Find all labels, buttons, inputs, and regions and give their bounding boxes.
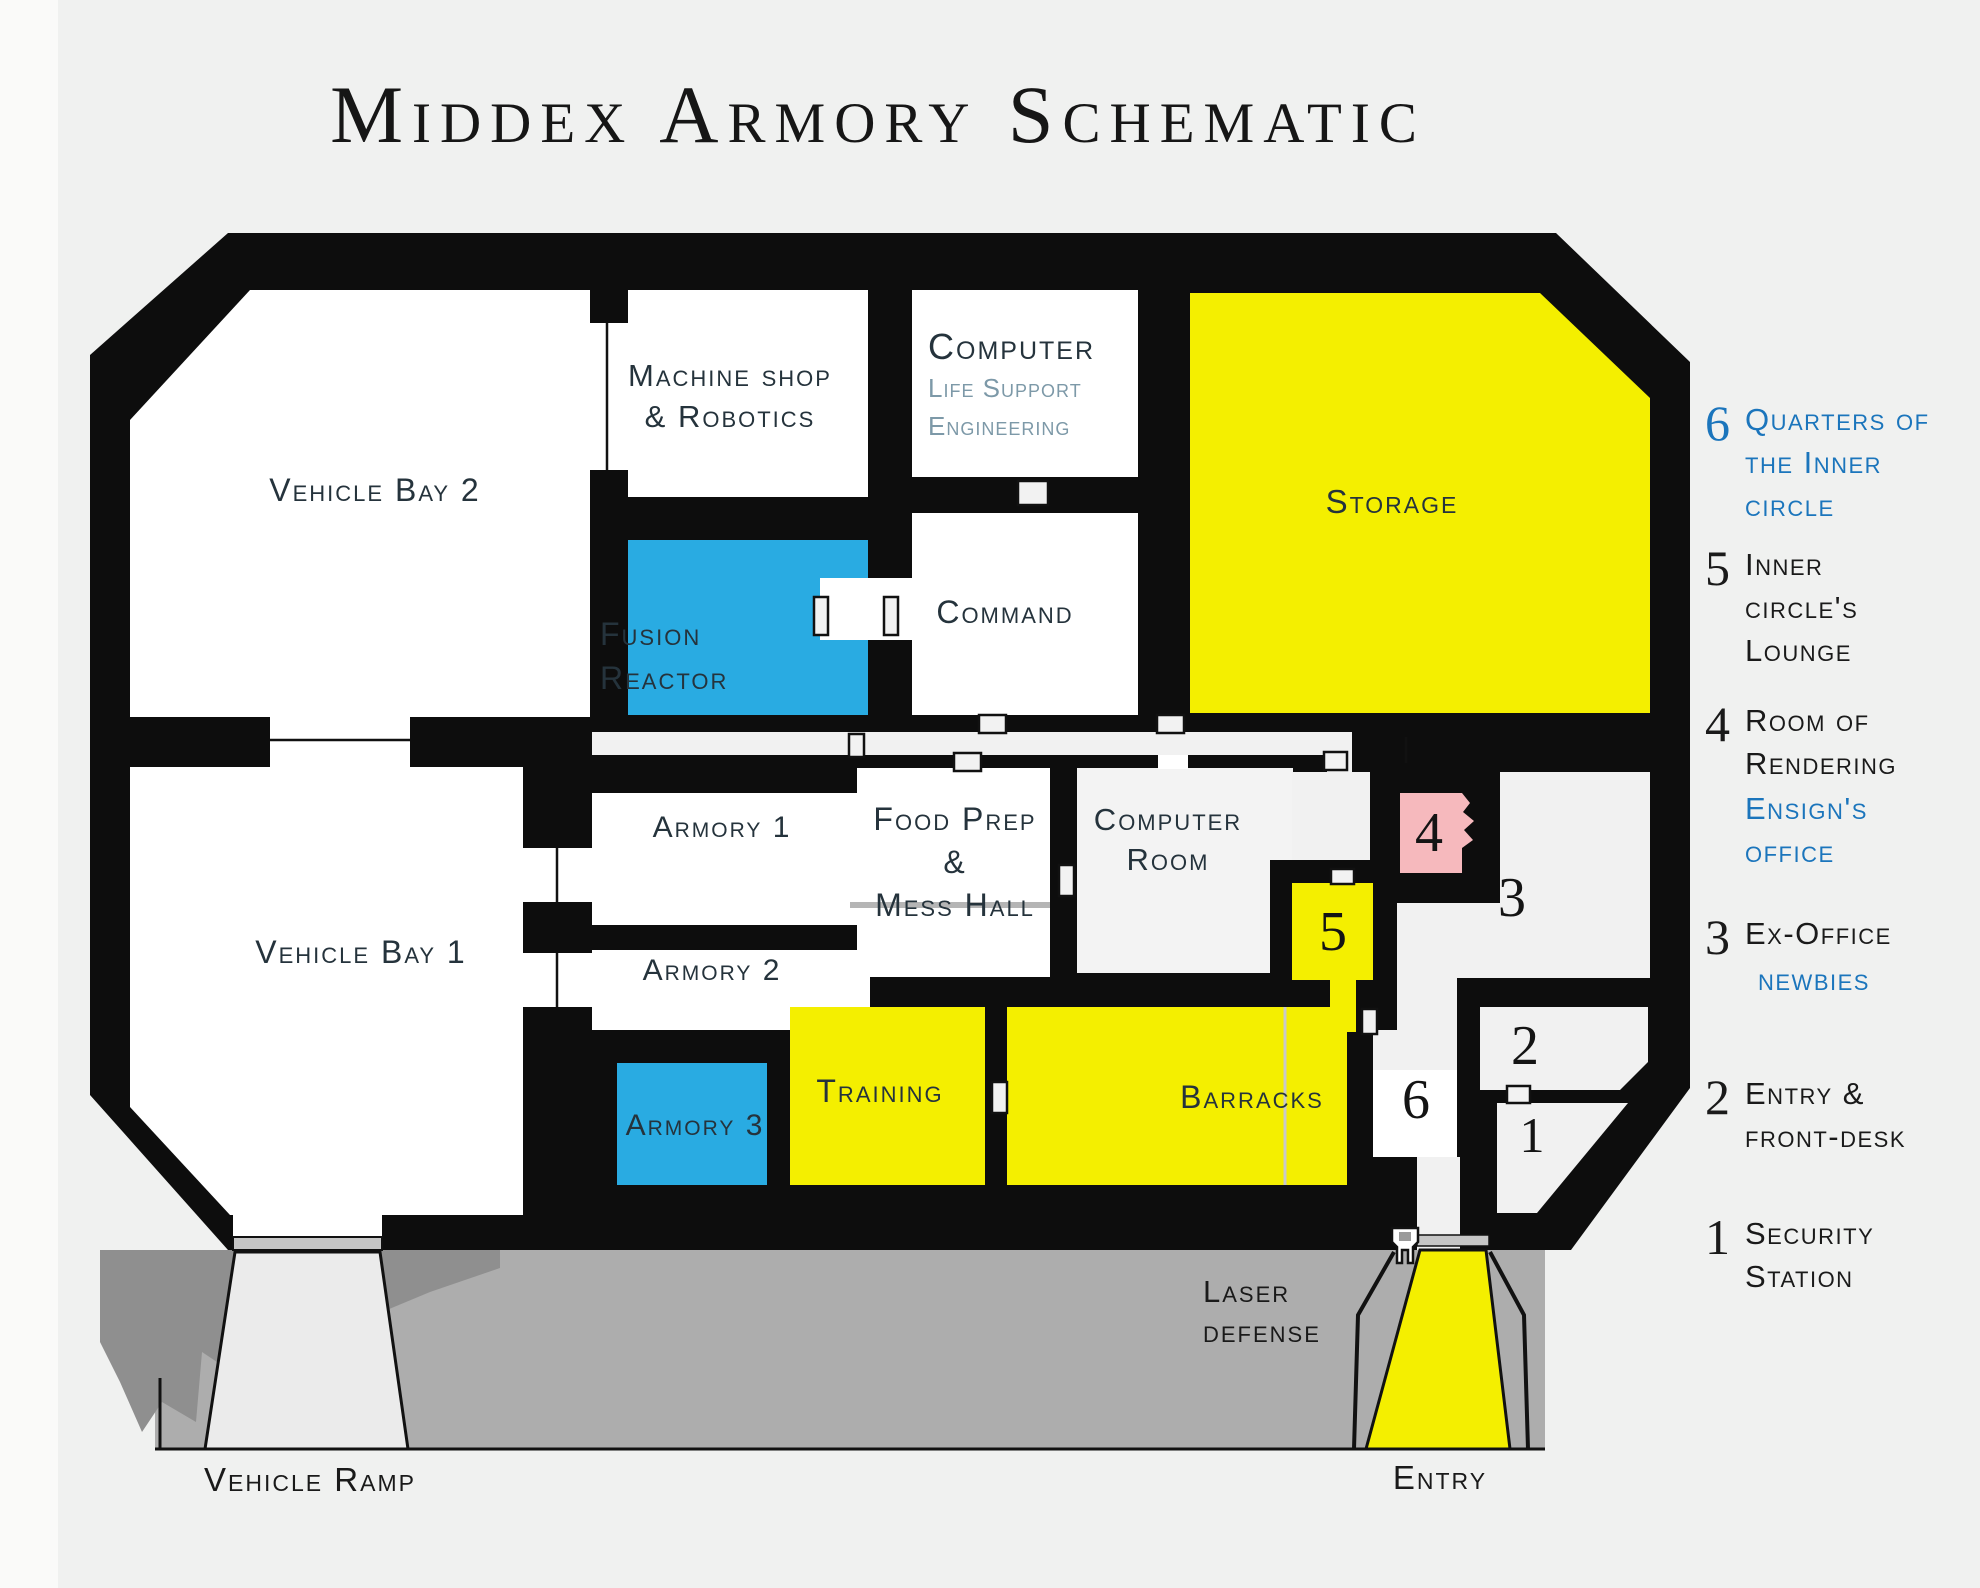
opening-corridor-computer-room bbox=[1158, 755, 1188, 769]
corridor-main bbox=[592, 732, 1352, 755]
laser-turret-icon bbox=[1390, 1226, 1420, 1265]
room-label-storage: Storage bbox=[1325, 483, 1459, 520]
entry-splay-left bbox=[1352, 1251, 1396, 1450]
door-corridor-room3 bbox=[1322, 750, 1349, 772]
room-number-5: 5 bbox=[1319, 901, 1347, 963]
page-margin bbox=[0, 0, 58, 1588]
corridor-room-6-north bbox=[1373, 1030, 1457, 1070]
legend-item-front-desk: Entry &front-desk bbox=[1745, 1076, 1906, 1154]
room-number-4: 4 bbox=[1415, 802, 1443, 864]
room-storage-shape bbox=[1190, 293, 1650, 713]
opening-vb2-machineshop bbox=[590, 323, 628, 470]
door-computer-command bbox=[1016, 479, 1050, 507]
legend-number-5: 5 bbox=[1705, 540, 1730, 596]
door-corridor-storage bbox=[1155, 713, 1186, 735]
room-label-vehicle-bay-1: Vehicle Bay 1 bbox=[255, 934, 467, 970]
room-command-shape bbox=[912, 513, 1138, 715]
legend-item-ex-office: Ex-Office bbox=[1745, 916, 1892, 951]
room-label-computer-lse: Computer Life Support Engineering bbox=[928, 326, 1095, 442]
entry-label: Entry bbox=[1392, 1459, 1488, 1496]
laser-turret-core bbox=[1399, 1232, 1411, 1241]
room-computer-room-shape bbox=[1077, 768, 1293, 973]
vehicle-bay-door-sill bbox=[232, 1236, 383, 1251]
vehicle-ramp-shape bbox=[203, 1250, 410, 1451]
door-room2-room1 bbox=[1505, 1084, 1532, 1105]
vehicle-bay-1-door-gap bbox=[233, 1213, 382, 1239]
room-label-barracks: Barracks bbox=[1180, 1079, 1324, 1115]
room-number-6: 6 bbox=[1402, 1069, 1430, 1131]
room-label-armory-2: Armory 2 bbox=[642, 954, 782, 987]
room-barracks-shape bbox=[1007, 1007, 1347, 1185]
vehicle-ramp-label: Vehicle Ramp bbox=[204, 1461, 416, 1498]
opening-vb2-vb1 bbox=[270, 717, 410, 767]
room-1-shape bbox=[1497, 1103, 1628, 1213]
door-room3-room5 bbox=[1329, 867, 1356, 886]
room-label-vehicle-bay-2: Vehicle Bay 2 bbox=[269, 472, 481, 508]
legend-number-6: 6 bbox=[1705, 395, 1730, 451]
legend-number-3: 3 bbox=[1705, 909, 1730, 965]
door-foodprep-computer-room bbox=[1057, 863, 1076, 898]
room-armory-1-shape bbox=[592, 793, 870, 925]
room-armory-3-shape bbox=[617, 1063, 767, 1185]
door-fusion-alcove-right bbox=[882, 595, 900, 637]
door-stub-pocket bbox=[1360, 1007, 1379, 1036]
legend-number-1: 1 bbox=[1705, 1209, 1730, 1265]
room-number-3: 3 bbox=[1498, 867, 1526, 929]
room-label-food-prep: Food Prep&Mess Hall bbox=[873, 801, 1037, 923]
room-label-machine-shop: Machine shop& Robotics bbox=[628, 358, 832, 434]
room-food-prep-shape bbox=[857, 768, 1050, 977]
room-label-command: Command bbox=[936, 594, 1074, 630]
door-corridor-mid bbox=[847, 732, 866, 759]
room-vehicle-bay-2-shape bbox=[130, 290, 590, 717]
room-label-armory-3: Armory 3 bbox=[625, 1109, 765, 1142]
room-label-armory-1: Armory 1 bbox=[652, 811, 792, 844]
room-label-training: Training bbox=[816, 1073, 944, 1109]
room-vehicle-bay-1-shape bbox=[130, 767, 523, 1215]
page-title: Middex Armory Schematic bbox=[330, 69, 1426, 160]
room-computer-lse-shape bbox=[912, 290, 1138, 477]
legend-number-4: 4 bbox=[1705, 696, 1730, 752]
room-6-shape bbox=[1373, 1070, 1457, 1157]
room-5-shape bbox=[1292, 883, 1373, 980]
door-corridor-foodprep bbox=[952, 751, 983, 773]
entry-splay-right bbox=[1488, 1251, 1530, 1450]
room-machine-shop-shape bbox=[628, 290, 868, 497]
entry-door-sill bbox=[1416, 1234, 1490, 1247]
legend-item-newbies: newbies bbox=[1758, 962, 1870, 997]
door-fusion-alcove-left bbox=[812, 595, 830, 637]
room-training-shape bbox=[790, 1007, 985, 1185]
legend-number-2: 2 bbox=[1705, 1069, 1730, 1125]
door-corridor-command bbox=[977, 713, 1008, 735]
laser-beam bbox=[1364, 1248, 1512, 1451]
room-4-shape bbox=[1400, 793, 1474, 873]
room-number-1: 1 bbox=[1519, 1107, 1545, 1163]
room-number-2: 2 bbox=[1511, 1015, 1539, 1077]
room-2-shape bbox=[1480, 1007, 1648, 1090]
door-training-barracks bbox=[990, 1080, 1009, 1115]
